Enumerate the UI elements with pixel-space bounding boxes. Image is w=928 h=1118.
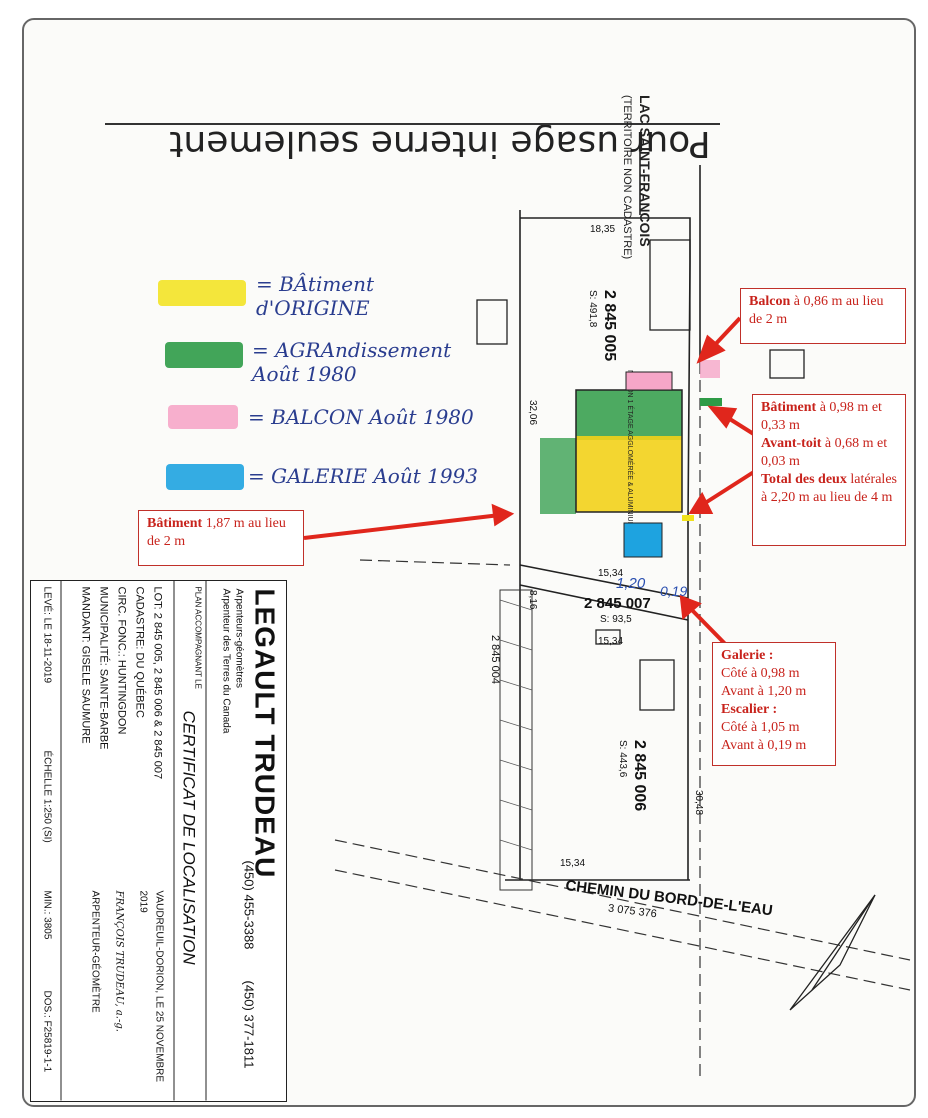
svg-text:3 075 376: 3 075 376 bbox=[607, 902, 657, 920]
tb-minute: MIN.: 3805 bbox=[41, 890, 53, 940]
green-strip bbox=[700, 398, 722, 406]
tb-date-sign: VAUDREUIL-DORION, LE 25 NOVEMBRE 2019 bbox=[137, 890, 165, 1083]
tb-dossier: DOS.: F25819-1-1 bbox=[41, 990, 53, 1073]
tb-mandant: MANDANT: GISELE SAUMURE bbox=[79, 586, 92, 744]
tb-municipalite: MUNICIPALITÉ: SAINTE-BARBE bbox=[97, 586, 110, 750]
agrandissement-zone bbox=[576, 390, 682, 440]
dim-galerie-2: 0,19 bbox=[660, 583, 687, 599]
dim-galerie-1: 1,20 bbox=[616, 575, 646, 592]
tb-leve: LEVÉ: LE 18-11-2019 bbox=[41, 586, 53, 684]
callout-batiment-right: Bâtiment à 0,98 m et 0,33 m Avant-toit à… bbox=[752, 394, 906, 546]
svg-text:CHEMIN DU BORD-DE-L'EAU: CHEMIN DU BORD-DE-L'EAU bbox=[565, 877, 774, 919]
lot-2845007-area: S: 93,5 bbox=[600, 614, 632, 625]
company-sub2: Arpenteur des Terres du Canada bbox=[220, 588, 232, 734]
dim-lot6: 15,34 bbox=[598, 636, 623, 647]
legend-swatch-balcon bbox=[168, 405, 238, 429]
balcon-zone-2 bbox=[700, 360, 720, 378]
company-logo: LEGAULT TRUDEAU bbox=[249, 588, 281, 879]
north-arrow bbox=[789, 894, 876, 1011]
tb-lot: LOT: 2 845 005, 2 845 006 & 2 845 007 bbox=[151, 586, 164, 780]
svg-text:2 845 006: 2 845 006 bbox=[631, 740, 648, 811]
yellow-strip bbox=[682, 515, 694, 521]
lot-2845006: 2 845 006 S: 443,6 bbox=[617, 740, 648, 811]
tb-circ: CIRC. FONC.: HUNTINGDON bbox=[115, 586, 128, 735]
phone-2: (450) 377-1811 bbox=[241, 980, 257, 1069]
lot-2845005: 2 845 005 S: 491,8 bbox=[587, 290, 618, 361]
house-label: MAISON 1 ÉTAGE AGGLOMÉRÉE & ALUMINIUM No… bbox=[626, 370, 635, 550]
balcon-zone bbox=[625, 371, 673, 391]
dim-right-low: 30,48 bbox=[693, 790, 704, 815]
lot-2845004: 2 845 004 bbox=[489, 635, 501, 684]
dim-left-mid: 8,16 bbox=[527, 590, 538, 610]
tb-cadastre: CADASTRE: DU QUÉBEC bbox=[133, 586, 146, 718]
callout-balcon: Balcon à 0,86 m au lieu de 2 m bbox=[740, 288, 906, 344]
tb-echelle: ÉCHELLE 1:250 (SI) bbox=[41, 750, 53, 843]
company-sub: Arpenteurs-géomètres bbox=[233, 588, 245, 689]
legend-swatch-agrandissement bbox=[165, 342, 243, 368]
galerie-zone bbox=[623, 522, 663, 558]
svg-text:S: 491,8: S: 491,8 bbox=[587, 290, 598, 328]
callout-galerie: Galerie : Côté à 0,98 m Avant à 1,20 m E… bbox=[712, 642, 836, 766]
dim-left-top: 32,06 bbox=[527, 400, 538, 425]
svg-text:2 845 004: 2 845 004 bbox=[489, 635, 501, 684]
lake-label: LAC SAINT-FRANCOIS (TERRITOIRE NON CADAS… bbox=[621, 95, 653, 259]
batiment-origine-zone bbox=[576, 436, 682, 512]
legend-swatch-galerie bbox=[166, 464, 244, 490]
legend-label-origine: = BÂtiment d'ORIGINE bbox=[256, 272, 375, 320]
tb-signer: FRANÇOIS TRUDEAU, a.-g. bbox=[113, 890, 125, 1032]
property-lines bbox=[505, 150, 701, 881]
road-label: CHEMIN DU BORD-DE-L'EAU 3 075 376 bbox=[565, 877, 774, 920]
road-edges bbox=[334, 200, 911, 1080]
svg-text:(TERRITOIRE NON CADASTRE): (TERRITOIRE NON CADASTRE) bbox=[621, 95, 633, 259]
dim-bottom: 15,34 bbox=[560, 858, 585, 869]
doc-title: CERTIFICAT DE LOCALISATION bbox=[179, 710, 199, 965]
plan-label: PLAN ACCOMPAGNANT LE bbox=[193, 586, 203, 689]
legend-label-balcon: = BALCON Août 1980 bbox=[248, 405, 474, 429]
svg-text:Pour usage interne seulement: Pour usage interne seulement bbox=[169, 123, 710, 164]
title-block: LEGAULT TRUDEAU Arpenteurs-géomètres Arp… bbox=[30, 580, 287, 1102]
tb-role: ARPENTEUR-GÉOMÈTRE bbox=[89, 890, 101, 1013]
watermark: Pour usage interne seulement bbox=[169, 123, 710, 164]
callout-batiment-left: Bâtiment 1,87 m au lieu de 2 m bbox=[138, 510, 304, 566]
legend-label-agrandissement: = AGRAndissement Août 1980 bbox=[252, 338, 452, 386]
dim-lot7: 15,34 bbox=[598, 568, 623, 579]
svg-text:LAC SAINT-FRANCOIS: LAC SAINT-FRANCOIS bbox=[637, 95, 653, 247]
svg-text:S: 443,6: S: 443,6 bbox=[617, 740, 628, 778]
dim-top: 18,35 bbox=[590, 224, 615, 235]
agrandissement-side bbox=[540, 438, 576, 514]
lot-2845007-number: 2 845 007 bbox=[584, 595, 651, 612]
legend-label-galerie: = GALERIE Août 1993 bbox=[248, 464, 478, 488]
phone-1: (450) 455-3388 bbox=[241, 860, 257, 950]
svg-text:2 845 005: 2 845 005 bbox=[601, 290, 618, 361]
legend-swatch-origine bbox=[158, 280, 246, 306]
hatched-strip bbox=[499, 589, 533, 891]
